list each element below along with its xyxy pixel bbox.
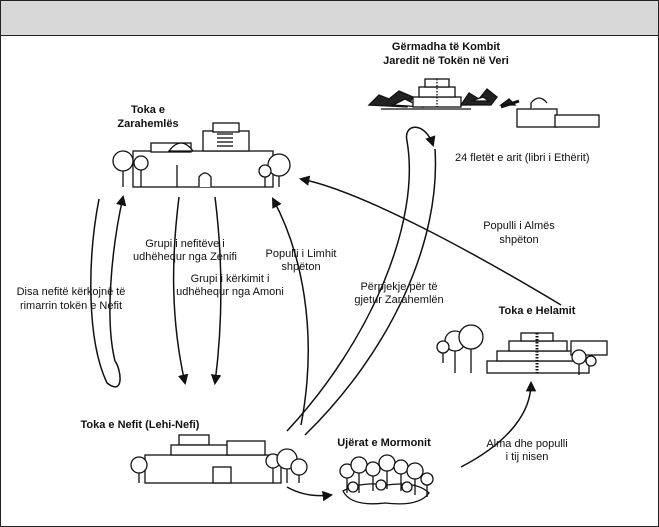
alma-depart-label-line2: i tij nisen [506, 451, 549, 463]
alma-depart-arrow [460, 380, 537, 468]
search-return-arrow [304, 148, 437, 436]
nephi-label: Toka e Nefit (Lehi-Nefi) [81, 419, 200, 431]
zeniff-label-line1: Grupi i nefitëve i [145, 238, 224, 250]
zarahemla-city-icon [112, 122, 291, 188]
jaredite-ruins-icon [367, 78, 600, 128]
jaredite-label-line2: Jaredit në Tokën në Veri [383, 55, 509, 67]
ammon-label-line1: Grupi i kërkimit i [191, 273, 270, 285]
reclaim-arrow [90, 194, 127, 388]
helam-label: Toka e Helamit [499, 305, 576, 317]
reclaim-label-line1: Disa nefitë kërkojnë të [17, 286, 126, 298]
mormon-waters-icon [339, 454, 434, 505]
search-arrow [286, 126, 436, 432]
zeniff-label-line2: udhëhequr nga Zenifi [133, 251, 237, 263]
journey-diagram: Toka e Zarahemlës Gërmadha të Kombit Jar… [17, 41, 608, 505]
search-label-line2: gjetur Zarahemlën [354, 294, 443, 306]
zarahemla-label-line1: Toka e [131, 104, 165, 116]
alma-escape-arrow [298, 175, 562, 306]
jaredite-label-line1: Gërmadha të Kombit [392, 41, 501, 53]
limhi-arrow [272, 197, 309, 426]
plates-label: 24 fletët e arit (libri i Ethërit) [455, 152, 590, 164]
header-bar [1, 1, 658, 36]
nephi-city-icon [130, 434, 308, 484]
helam-city-icon [436, 324, 608, 375]
limhi-label-line1: Populli i Limhit [266, 248, 337, 260]
ammon-label-line2: udhëhequr nga Amoni [176, 286, 284, 298]
nephi-mormon-arrow [286, 486, 334, 502]
limhi-label-line2: shpëton [281, 261, 320, 273]
alma-escape-label-line2: shpëton [499, 234, 538, 246]
zeniff-arrow [172, 196, 189, 386]
search-label-line1: Përpjekje për të [360, 281, 437, 293]
alma-depart-label-line1: Alma dhe populli [486, 438, 567, 450]
ammon-arrow [210, 196, 222, 386]
alma-escape-label-line1: Populli i Almës [483, 220, 555, 232]
zarahemla-label-line2: Zarahemlës [117, 118, 178, 130]
reclaim-label-line2: rimarrin tokën e Nefit [20, 300, 122, 312]
arrow-labels: Grupi i nefitëve i udhëhequr nga Zenifi … [17, 220, 568, 463]
mormon-label: Ujërat e Mormonit [337, 437, 431, 449]
